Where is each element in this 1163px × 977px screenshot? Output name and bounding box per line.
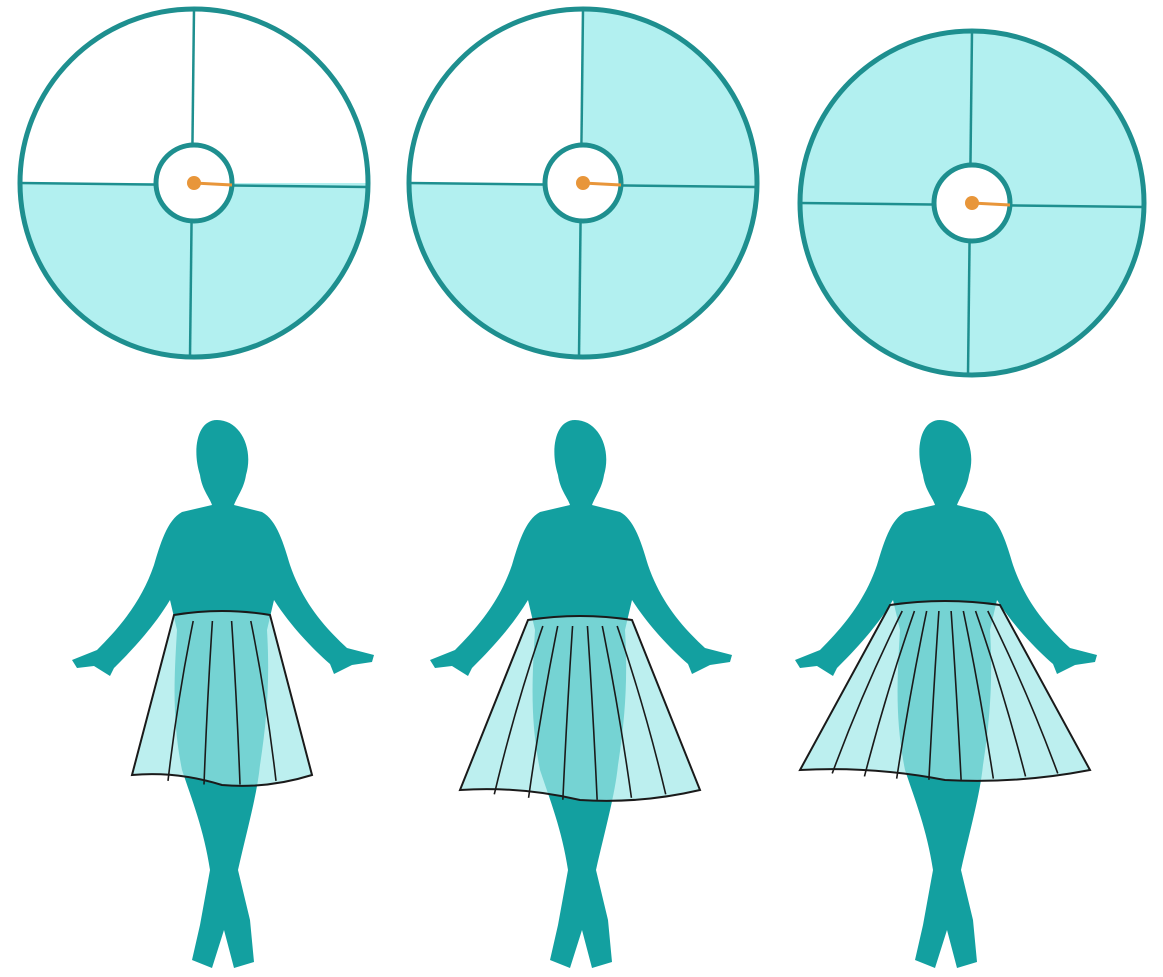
dancer-figures [72, 420, 1097, 968]
skirt-three-quarter [460, 616, 700, 801]
skirt-half [132, 611, 312, 786]
center-dot [965, 196, 979, 210]
dancer-half-circle [72, 420, 374, 968]
center-dot [187, 176, 201, 190]
dancer-full-circle [795, 420, 1097, 968]
dancer-three-quarter-circle [430, 420, 732, 968]
circle-pattern-full-circle [800, 31, 1144, 375]
pattern-circles [20, 9, 1144, 375]
center-dot [576, 176, 590, 190]
circle-pattern-half-circle [20, 9, 368, 357]
circle-pattern-three-quarter-circle [409, 9, 757, 357]
